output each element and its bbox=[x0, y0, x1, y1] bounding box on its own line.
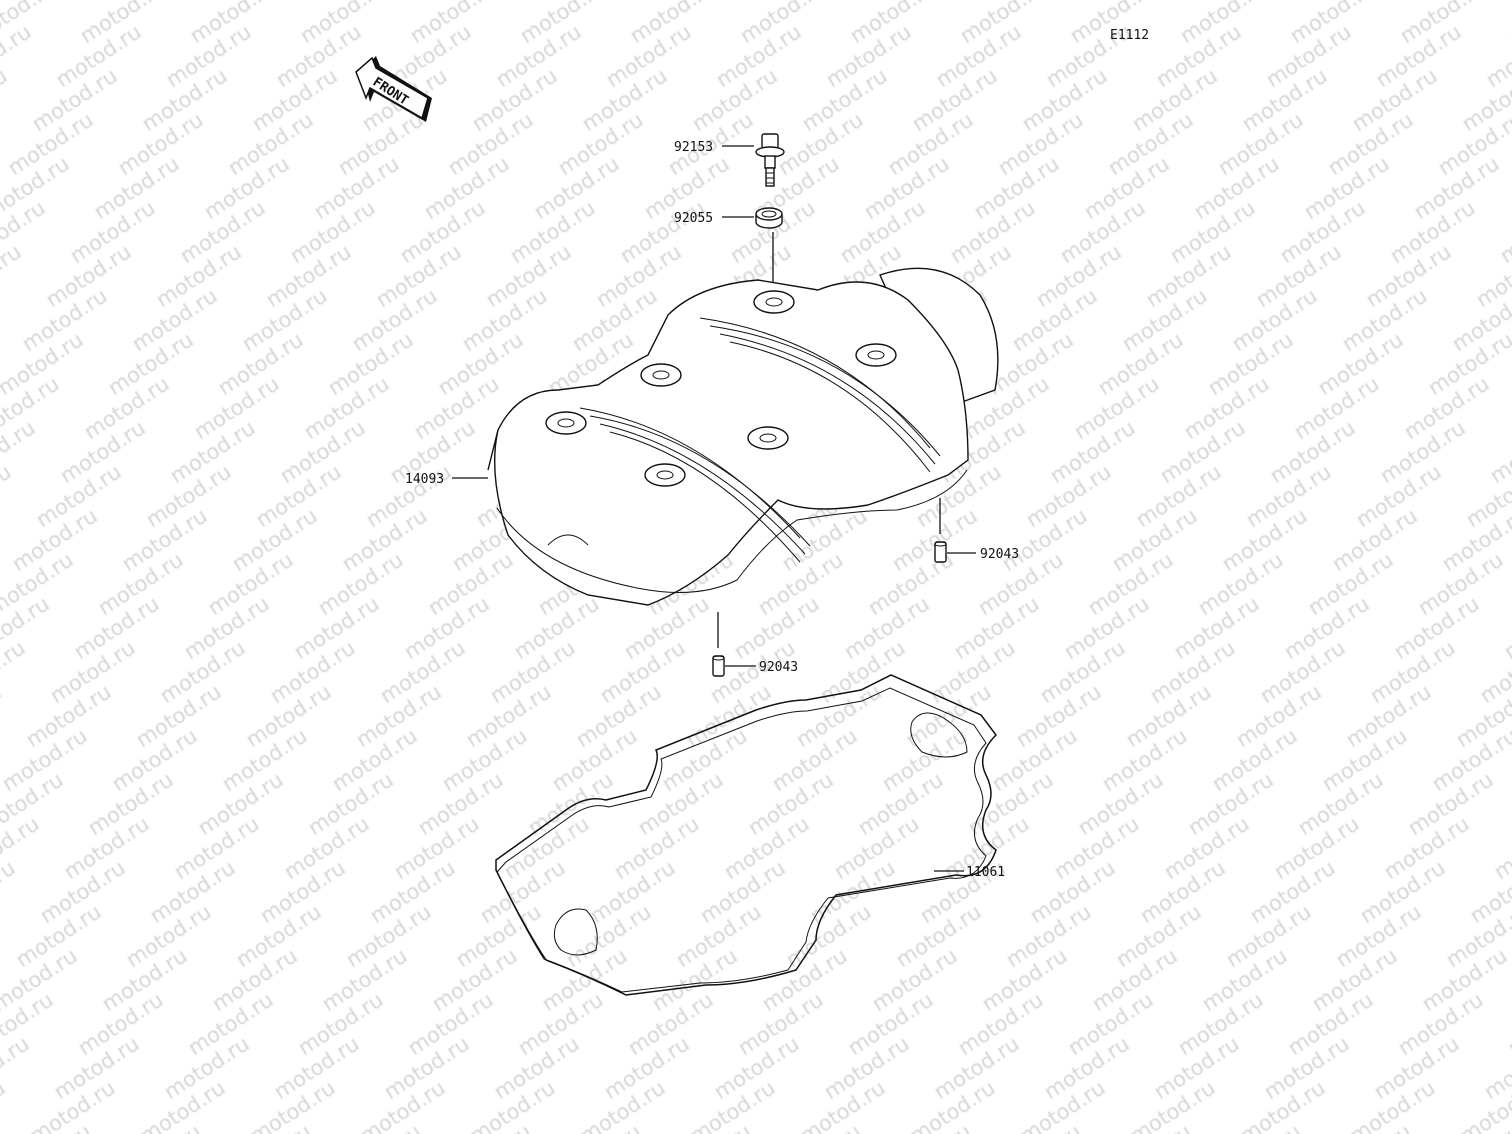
part-number-label: 92043 bbox=[759, 660, 798, 675]
grommet-icon bbox=[755, 207, 783, 229]
diagram-code: E1112 bbox=[1110, 28, 1149, 43]
part-number-label: 11061 bbox=[966, 865, 1005, 880]
part-92043-right[interactable]: 92043 bbox=[934, 498, 1019, 563]
part-number-label: 14093 bbox=[405, 472, 444, 487]
part-92153[interactable]: 92153 bbox=[674, 133, 785, 187]
gasket-icon bbox=[495, 674, 997, 996]
part-number-label: 92043 bbox=[980, 547, 1019, 562]
part-92055[interactable]: 92055 bbox=[674, 207, 783, 300]
cylinder-head-cover-icon bbox=[487, 267, 999, 606]
front-arrow-icon: FRONT bbox=[355, 56, 432, 122]
part-11061[interactable]: 11061 bbox=[495, 674, 1005, 996]
flange-bolt-icon bbox=[755, 133, 785, 187]
part-number-label: 92055 bbox=[674, 211, 713, 226]
dowel-pin-icon bbox=[712, 655, 725, 677]
part-92043-left[interactable]: 92043 bbox=[712, 612, 798, 677]
part-number-label: 92153 bbox=[674, 140, 713, 155]
dowel-pin-icon bbox=[934, 541, 947, 563]
part-14093[interactable]: 14093 bbox=[405, 267, 999, 606]
bolt-bosses bbox=[545, 290, 897, 487]
